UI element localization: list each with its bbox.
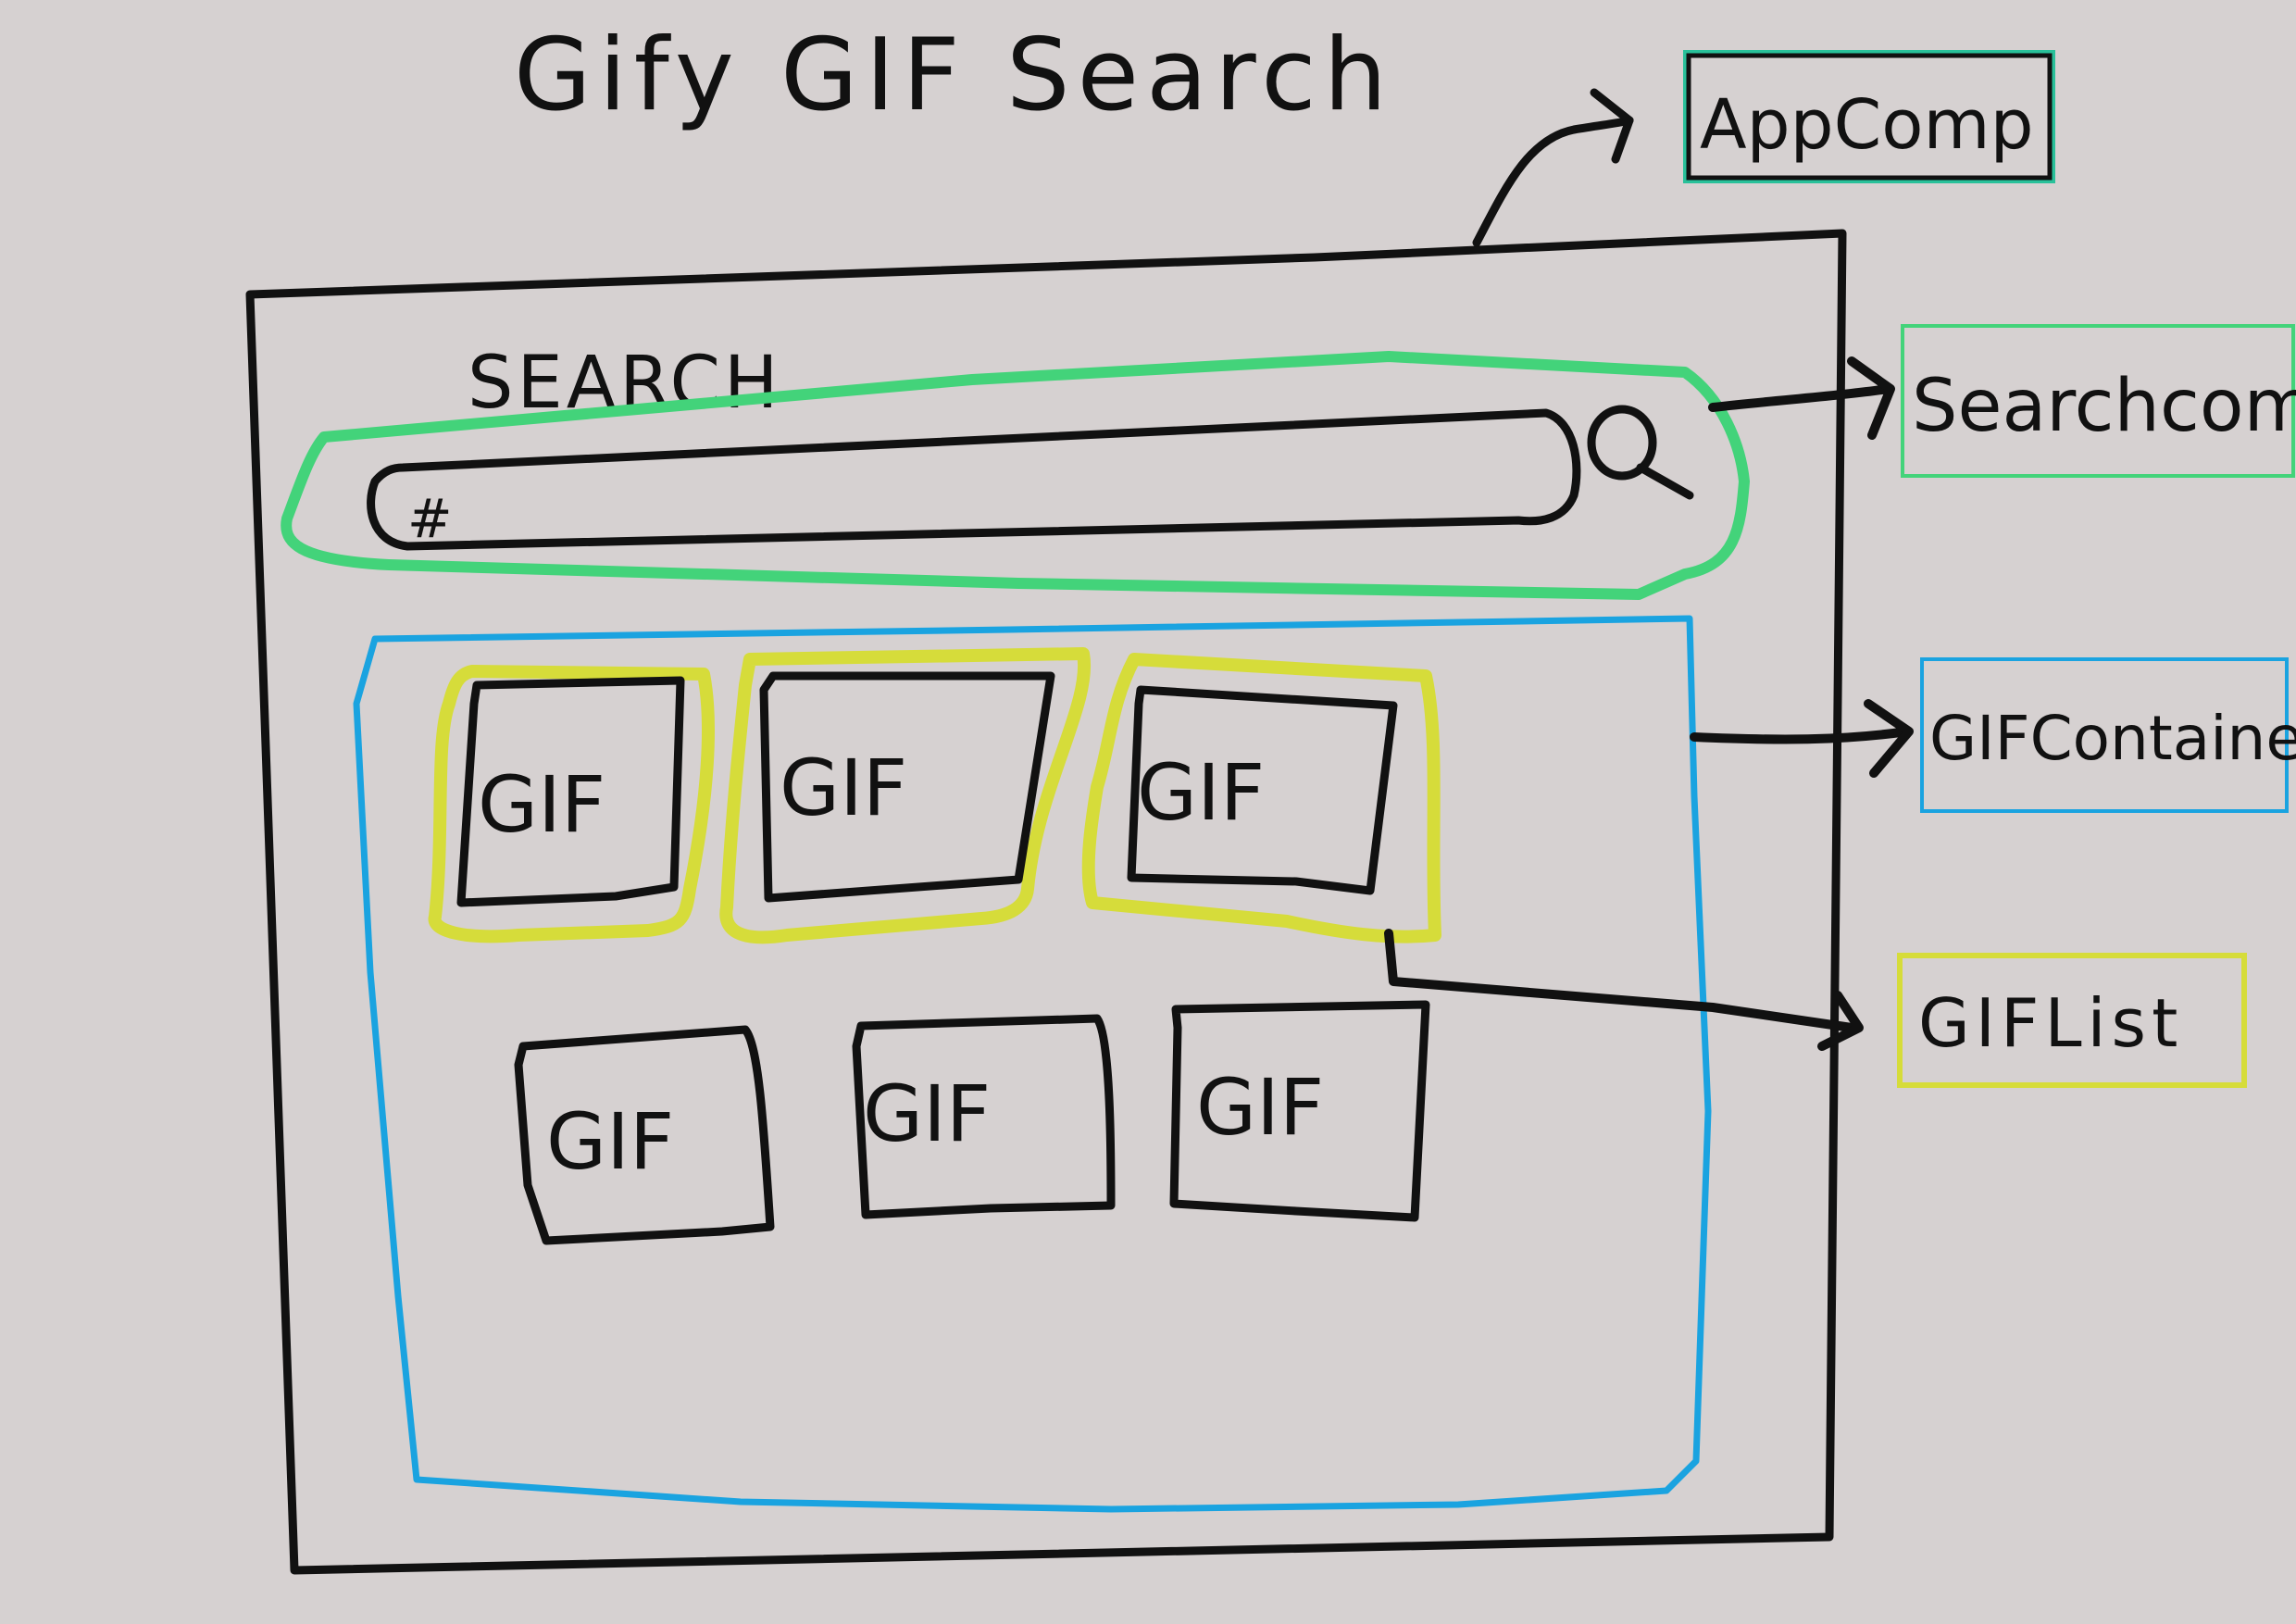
app-arrowhead <box>1590 88 1634 164</box>
legend-label-appcomp: AppComp <box>1700 85 2034 165</box>
legend-label-giflist: GIFList <box>1918 984 2183 1062</box>
container-arrow <box>1690 727 1912 744</box>
search-icon[interactable] <box>1587 405 1694 500</box>
gif-container-outline <box>353 615 1712 1513</box>
search-arrow <box>1708 384 1893 412</box>
diagram-title: Gify GIF Search <box>514 18 1394 133</box>
gif-tile-label: GIF <box>546 1096 674 1187</box>
gif-tile[interactable]: GIF <box>852 1014 1116 1219</box>
search-input-hash: # <box>407 487 453 550</box>
app-window-frame <box>245 229 1847 1575</box>
search-input[interactable] <box>367 408 1581 551</box>
gif-list-outline <box>428 665 715 943</box>
app-arrow <box>1472 116 1634 247</box>
gif-tile[interactable]: GIF <box>1169 1000 1430 1222</box>
gif-tile-label: GIF <box>1196 1062 1324 1153</box>
gif-tile-label: GIF <box>863 1068 991 1159</box>
gif-tile[interactable]: GIF <box>1127 685 1398 895</box>
gif-tile[interactable]: GIF <box>456 676 685 907</box>
list-arrow <box>1384 929 1856 1032</box>
gif-list-outline <box>1081 653 1441 943</box>
search-component-outline <box>281 351 1750 600</box>
gif-tile[interactable]: GIF <box>514 1025 775 1245</box>
legend-box-gifcontainer <box>1920 657 2289 813</box>
legend-box-appcomp <box>1683 50 2055 183</box>
gif-tile-label: GIF <box>478 759 605 850</box>
legend-box-searchcomp <box>1901 324 2295 478</box>
legend-label-gifcontainer: GIFContainer <box>1929 703 2296 774</box>
legend-box-giflist <box>1897 953 2247 1088</box>
gif-tile[interactable]: GIF <box>759 671 1055 903</box>
legend-label-searchcomp: Searchcomp <box>1912 365 2296 448</box>
gif-tile-label: GIF <box>1137 747 1265 838</box>
gif-tile-label: GIF <box>780 743 907 833</box>
gif-list-outline <box>719 647 1092 944</box>
